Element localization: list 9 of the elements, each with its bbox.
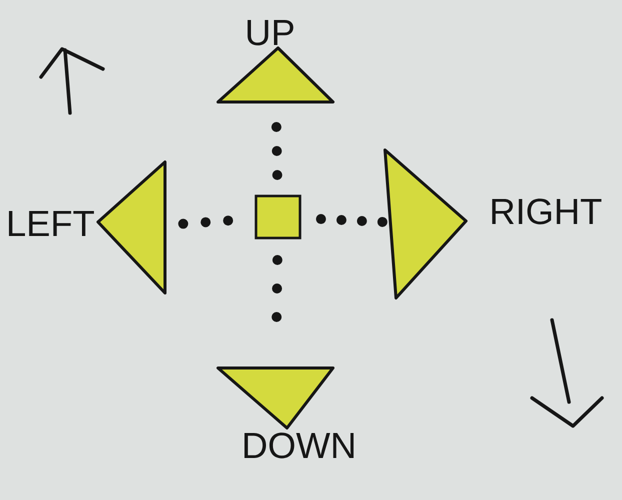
direction-label: LEFT bbox=[8, 211, 94, 236]
center-square bbox=[254, 194, 302, 240]
dotted-line bbox=[177, 216, 234, 229]
direction-label: DOWN bbox=[244, 432, 354, 458]
direction-label: UP bbox=[248, 20, 294, 46]
dotted-line bbox=[272, 255, 282, 324]
dotted-line bbox=[271, 120, 282, 180]
direction-label: RIGHT bbox=[492, 198, 602, 224]
dotted-line bbox=[316, 214, 389, 228]
